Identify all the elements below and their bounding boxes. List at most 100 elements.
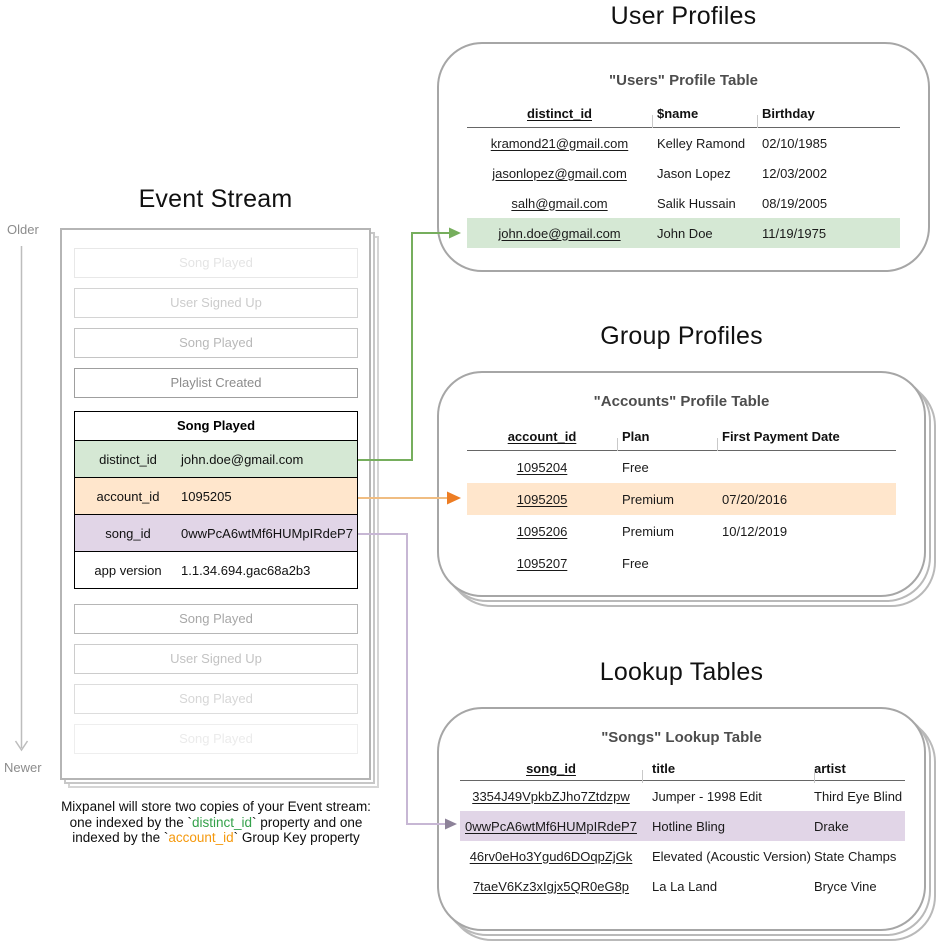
table-row: 1095207 Free xyxy=(467,547,896,579)
property-key: account_id xyxy=(96,488,160,504)
table-cell: kramond21@gmail.com xyxy=(490,135,629,151)
column-header: distinct_id xyxy=(526,105,592,121)
event-property-row: song_id 0wwPcA6wtMf6HUMpIRdeP7 xyxy=(74,515,358,552)
table-cell: Third Eye Blind xyxy=(814,788,903,804)
expanded-event: Song Played distinct_id john.doe@gmail.co… xyxy=(74,411,358,589)
column-header: $name xyxy=(652,106,757,128)
table-cell: Salik Hussain xyxy=(657,195,736,211)
songs-table-body: 3354J49VpkbZJho7Ztdzpw Jumper - 1998 Edit… xyxy=(460,781,905,901)
table-cell: La La Land xyxy=(652,878,718,894)
users-table-body: kramond21@gmail.com Kelley Ramond 02/10/19… xyxy=(467,128,900,248)
event-box: Song Played xyxy=(74,248,358,278)
table-row: jasonlopez@gmail.com Jason Lopez 12/03/200… xyxy=(467,158,900,188)
table-cell: 12/03/2002 xyxy=(762,165,828,181)
event-box: Song Played xyxy=(74,684,358,714)
timeline-arrowhead-icon xyxy=(14,740,29,752)
event-box: Song Played xyxy=(74,604,358,634)
column-header: Plan xyxy=(617,429,717,451)
distinct-id-token: distinct_id xyxy=(191,814,253,830)
caption-text: ` Group Key property xyxy=(233,830,360,845)
table-cell: Kelley Ramond xyxy=(657,135,746,151)
table-cell: Premium xyxy=(622,491,675,507)
event-box: User Signed Up xyxy=(74,288,358,318)
table-cell: State Champs xyxy=(814,848,897,864)
column-header: account_id xyxy=(507,428,577,444)
accounts-table-title: "Accounts" Profile Table xyxy=(593,393,770,410)
table-row: 7taeV6Kz3xIgjx5QR0eG8p La La Land Bryce Vi… xyxy=(460,871,905,901)
property-value: john.doe@gmail.com xyxy=(181,451,304,467)
property-value: 0wwPcA6wtMf6HUMpIRdeP7 xyxy=(181,525,353,541)
table-cell: 3354J49VpkbZJho7Ztdzpw xyxy=(472,788,630,804)
table-cell: 07/20/2016 xyxy=(722,491,788,507)
column-header: song_id xyxy=(526,760,576,776)
event-box: Playlist Created xyxy=(74,368,358,398)
table-cell: Bryce Vine xyxy=(814,878,877,894)
songs-table-title: "Songs" Lookup Table xyxy=(601,729,762,746)
table-cell: 1095207 xyxy=(516,555,568,571)
expanded-event-title: Song Played xyxy=(74,411,358,441)
event-box: User Signed Up xyxy=(74,644,358,674)
event-box: Song Played xyxy=(74,724,358,754)
caption: Mixpanel will store two copies of your E… xyxy=(16,799,416,846)
table-cell: Jumper - 1998 Edit xyxy=(652,788,762,804)
table-row: kramond21@gmail.com Kelley Ramond 02/10/19… xyxy=(467,128,900,158)
caption-text: one indexed by the ` xyxy=(69,814,192,830)
group-profiles-title: Group Profiles xyxy=(600,322,763,350)
table-row: 3354J49VpkbZJho7Ztdzpw Jumper - 1998 Edit… xyxy=(460,781,905,811)
column-header: First Payment Date xyxy=(717,429,904,451)
lookup-tables-title: Lookup Tables xyxy=(599,658,764,686)
column-header: Birthday xyxy=(757,106,904,128)
table-cell: 46rv0eHo3Ygud6DOqpZjGk xyxy=(469,848,633,864)
column-header: artist xyxy=(814,761,909,783)
table-cell: Elevated (Acoustic Version) xyxy=(652,848,811,864)
table-cell: 10/12/2019 xyxy=(722,523,788,539)
property-key: distinct_id xyxy=(99,451,157,467)
table-cell: jasonlopez@gmail.com xyxy=(492,165,627,181)
table-cell: 1095206 xyxy=(516,523,568,539)
caption-text: ` property and one xyxy=(252,814,363,830)
event-property-row: distinct_id john.doe@gmail.com xyxy=(74,441,358,478)
table-cell: Free xyxy=(622,555,649,571)
property-key: song_id xyxy=(105,525,151,541)
table-cell: Jason Lopez xyxy=(657,165,731,181)
older-label: Older xyxy=(7,222,39,237)
table-row: 46rv0eHo3Ygud6DOqpZjGk Elevated (Acoustic… xyxy=(460,841,905,871)
table-cell: Free xyxy=(622,459,649,475)
event-stream-title: Event Stream xyxy=(138,185,293,213)
table-cell: 02/10/1985 xyxy=(762,135,828,151)
account-id-token: account_id xyxy=(168,830,234,845)
caption-line2: one indexed by the `distinct_id` propert… xyxy=(16,815,416,831)
table-cell: 0wwPcA6wtMf6HUMpIRdeP7 xyxy=(465,818,637,834)
user-profiles-title: User Profiles xyxy=(610,2,757,30)
table-cell: salh@gmail.com xyxy=(511,195,608,211)
property-value: 1.1.34.694.gac68a2b3 xyxy=(181,562,311,578)
table-cell: Drake xyxy=(814,818,849,834)
table-cell: John Doe xyxy=(657,225,713,241)
table-cell: 7taeV6Kz3xIgjx5QR0eG8p xyxy=(472,878,630,894)
column-header: title xyxy=(642,761,814,783)
table-cell: john.doe@gmail.com xyxy=(498,225,621,241)
caption-text: indexed by the ` xyxy=(72,830,169,845)
